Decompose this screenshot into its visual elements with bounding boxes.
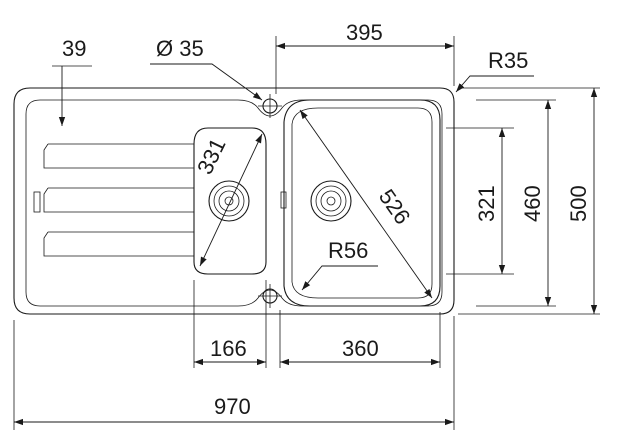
tap-hole-bottom bbox=[258, 284, 282, 308]
large-bowl bbox=[283, 99, 441, 307]
label-39: 39 bbox=[62, 36, 86, 61]
overflow-slot bbox=[280, 191, 287, 209]
small-bowl bbox=[193, 127, 267, 275]
extension-lines bbox=[13, 36, 600, 430]
large-bowl-inner bbox=[291, 107, 433, 299]
label-331: 331 bbox=[192, 134, 231, 178]
label-166: 166 bbox=[210, 336, 247, 361]
drainer-ribs bbox=[33, 143, 194, 257]
dimension-lines bbox=[14, 42, 598, 426]
label-321: 321 bbox=[474, 185, 499, 222]
label-970: 970 bbox=[214, 394, 251, 419]
label-500: 500 bbox=[566, 185, 591, 222]
label-460: 460 bbox=[520, 185, 545, 222]
label-diameter-35: Ø 35 bbox=[156, 36, 204, 61]
label-395: 395 bbox=[346, 20, 383, 45]
large-drain bbox=[310, 180, 352, 222]
label-526: 526 bbox=[374, 185, 416, 229]
label-r35: R35 bbox=[488, 48, 528, 73]
label-360: 360 bbox=[342, 336, 379, 361]
small-drain bbox=[208, 180, 250, 222]
tap-hole-top bbox=[258, 94, 282, 118]
label-r56: R56 bbox=[328, 238, 368, 263]
